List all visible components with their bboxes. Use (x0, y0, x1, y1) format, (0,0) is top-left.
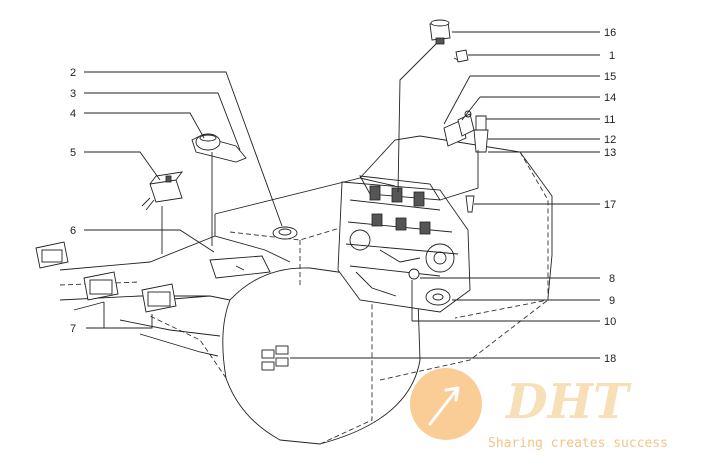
callout-3: 3 (70, 88, 76, 100)
callout-18: 18 (604, 353, 616, 365)
callout-17: 17 (604, 199, 616, 211)
callout-10: 10 (604, 316, 616, 328)
callout-13: 13 (604, 147, 616, 159)
callout-8: 8 (609, 273, 615, 285)
callout-15: 15 (604, 71, 616, 83)
machine-body-outline (59, 135, 553, 445)
watermark: DHT Sharing creates success (408, 366, 708, 456)
callout-9: 9 (609, 295, 615, 307)
callout-14: 14 (604, 92, 616, 104)
engine-block (337, 175, 475, 313)
callout-5: 5 (70, 147, 76, 159)
callout-1: 1 (609, 50, 615, 62)
watermark-logo-text: DHT (504, 374, 632, 430)
left-side-parts (35, 133, 289, 371)
leader-lines (73, 31, 600, 359)
watermark-tagline: Sharing creates success (488, 436, 669, 451)
callout-11: 11 (604, 114, 615, 126)
callout-16: 16 (604, 27, 616, 39)
callout-2: 2 (70, 67, 76, 79)
callout-12: 12 (604, 134, 616, 146)
callout-7: 7 (70, 323, 76, 335)
watermark-logo: DHT (410, 368, 632, 440)
callout-labels: 16 1 15 14 11 12 13 17 8 9 10 18 2 3 4 5… (70, 27, 616, 365)
callout-6: 6 (70, 225, 76, 237)
watermark-arrow-icon (428, 386, 460, 426)
sensor-parts (429, 19, 489, 153)
callout-4: 4 (70, 108, 76, 120)
